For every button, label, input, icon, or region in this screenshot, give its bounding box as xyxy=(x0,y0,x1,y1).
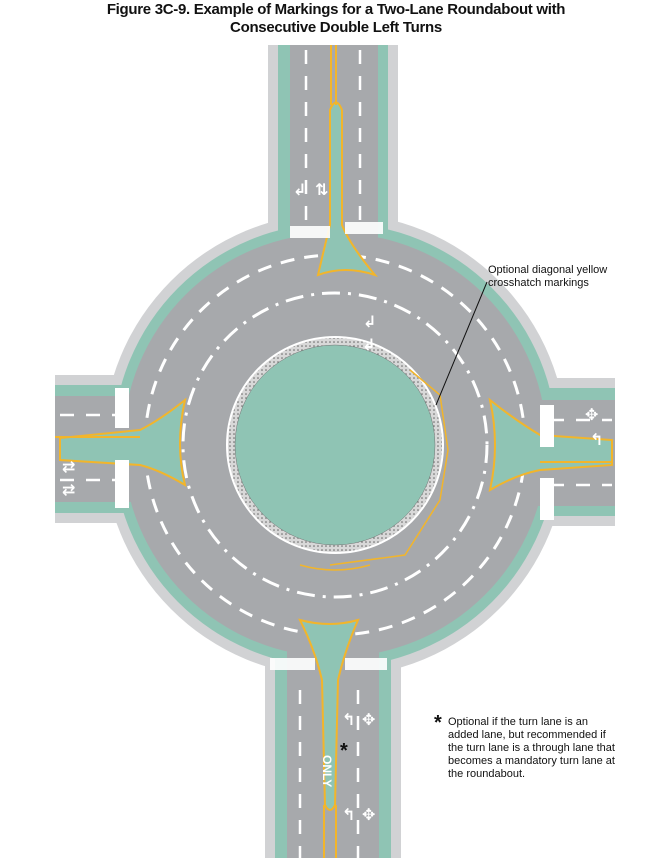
crosshatch-callout: Optional diagonal yellow crosshatch mark… xyxy=(488,264,628,290)
yellow-crosshatch xyxy=(299,369,449,571)
central-island xyxy=(234,344,436,546)
arrow-all-icon: ✥ xyxy=(362,805,375,824)
arrow-all-icon: ✥ xyxy=(362,710,375,729)
arrow-through-right-icon: ⇅ xyxy=(315,180,328,199)
arrow-circ-icon: ↲ xyxy=(363,312,376,331)
callout-line-1: Optional diagonal yellow xyxy=(488,264,608,276)
figure-title-line-2: Consecutive Double Left Turns xyxy=(230,19,442,36)
lane-lines xyxy=(60,50,612,858)
crosswalks xyxy=(115,222,554,670)
lane-arrows: ↲ ⇅ ↲ ↲ ⇄ ⇄ ✥ ↰ ↰ ✥ ↰ ✥ xyxy=(62,180,603,824)
arrow-left-icon: ↰ xyxy=(342,710,355,729)
arrow-circ-icon: ↲ xyxy=(362,335,375,354)
arrow-east-icon: ✥ xyxy=(585,405,598,424)
note-asterisk: * xyxy=(434,712,442,734)
only-asterisk: * xyxy=(340,740,348,762)
footnote: Optional if the turn lane is an added la… xyxy=(448,716,615,780)
approach-yellow-lines xyxy=(55,45,612,858)
callout-line-2: crosshatch markings xyxy=(488,277,589,289)
only-marking: ONLY xyxy=(320,755,334,788)
callout-leader xyxy=(435,281,488,406)
arrow-left-icon: ↰ xyxy=(342,805,355,824)
arrow-left-through-icon: ↲ xyxy=(293,180,306,199)
arrow-west-icon: ⇄ xyxy=(62,480,75,499)
arrow-west-icon: ⇄ xyxy=(62,457,75,476)
splitter-island-south xyxy=(298,618,360,811)
arrow-east-icon: ↰ xyxy=(590,430,603,449)
splitter-island-west xyxy=(59,397,187,488)
figure-title-line-1: Figure 3C-9. Example of Markings for a T… xyxy=(106,1,566,18)
